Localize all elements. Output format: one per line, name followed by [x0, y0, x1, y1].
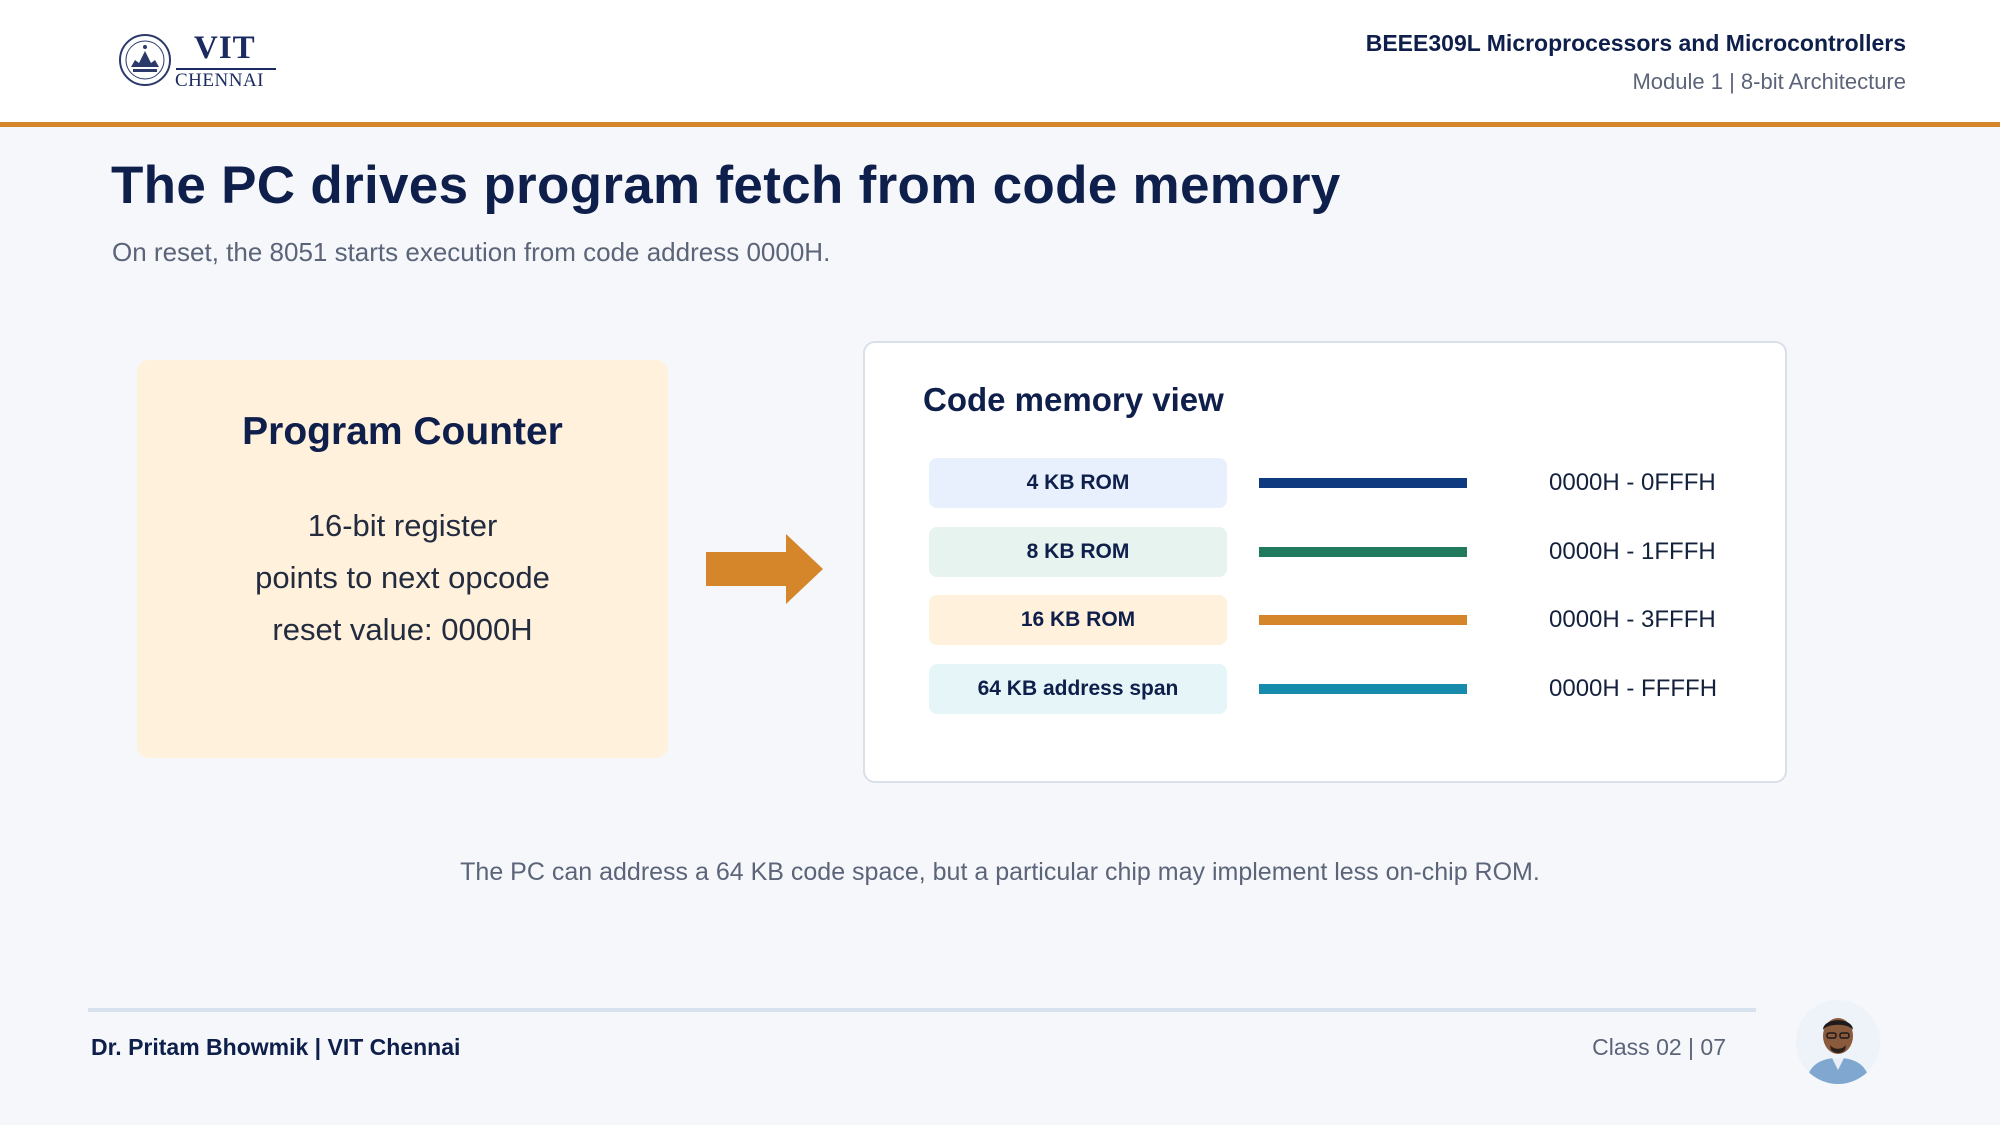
memory-address-range: 0000H - 1FFFH	[1549, 538, 1716, 565]
logo-vit-text: VIT	[194, 30, 256, 66]
vit-seal-icon	[119, 34, 171, 86]
memory-size-chip: 16 KB ROM	[929, 595, 1227, 645]
memory-address-range: 0000H - 3FFFH	[1549, 606, 1716, 633]
memory-range-bar	[1259, 478, 1467, 488]
author-credit: Dr. Pritam Bhowmik | VIT Chennai	[91, 1034, 461, 1060]
memory-range-bar	[1259, 615, 1467, 625]
program-counter-details: 16-bit register points to next opcode re…	[137, 500, 668, 656]
memory-row: 8 KB ROM 0000H - 1FFFH	[929, 527, 1729, 577]
logo-divider	[176, 68, 276, 70]
pc-detail-line: points to next opcode	[255, 560, 550, 595]
class-page-number: Class 02 | 07	[1592, 1034, 1726, 1060]
presenter-photo	[1796, 1000, 1880, 1084]
code-memory-card: Code memory view 4 KB ROM 0000H - 0FFFH …	[863, 341, 1787, 783]
program-counter-card: Program Counter 16-bit register points t…	[137, 360, 668, 758]
logo-chennai-text: CHENNAI	[175, 70, 264, 91]
program-counter-heading: Program Counter	[242, 410, 563, 453]
memory-size-chip: 8 KB ROM	[929, 527, 1227, 577]
memory-row: 16 KB ROM 0000H - 3FFFH	[929, 595, 1729, 645]
memory-range-bar	[1259, 547, 1467, 557]
vit-chennai-logo: VIT CHENNAI	[118, 30, 278, 92]
course-title: BEEE309L Microprocessors and Microcontro…	[1365, 30, 1906, 56]
footer-divider	[88, 1008, 1756, 1012]
memory-address-range: 0000H - FFFFH	[1549, 675, 1718, 702]
pc-detail-line: 16-bit register	[307, 508, 498, 543]
slide-title: The PC drives program fetch from code me…	[111, 156, 1341, 215]
pc-detail-line: reset value: 0000H	[272, 612, 533, 647]
slide-header: VIT CHENNAI BEEE309L Microprocessors and…	[0, 0, 2000, 127]
memory-address-range: 0000H - 0FFFH	[1549, 469, 1716, 496]
presenter-avatar	[1796, 1000, 1880, 1084]
slide-note: The PC can address a 64 KB code space, b…	[460, 858, 1540, 886]
right-arrow-icon	[706, 534, 823, 604]
memory-size-chip: 64 KB address span	[929, 664, 1227, 714]
memory-range-bar	[1259, 684, 1467, 694]
module-label: Module 1 | 8-bit Architecture	[1632, 69, 1906, 94]
slide-subtitle: On reset, the 8051 starts execution from…	[112, 237, 831, 267]
memory-size-chip: 4 KB ROM	[929, 458, 1227, 508]
memory-row: 4 KB ROM 0000H - 0FFFH	[929, 458, 1729, 508]
memory-row: 64 KB address span 0000H - FFFFH	[929, 664, 1729, 714]
code-memory-title: Code memory view	[923, 381, 1224, 418]
